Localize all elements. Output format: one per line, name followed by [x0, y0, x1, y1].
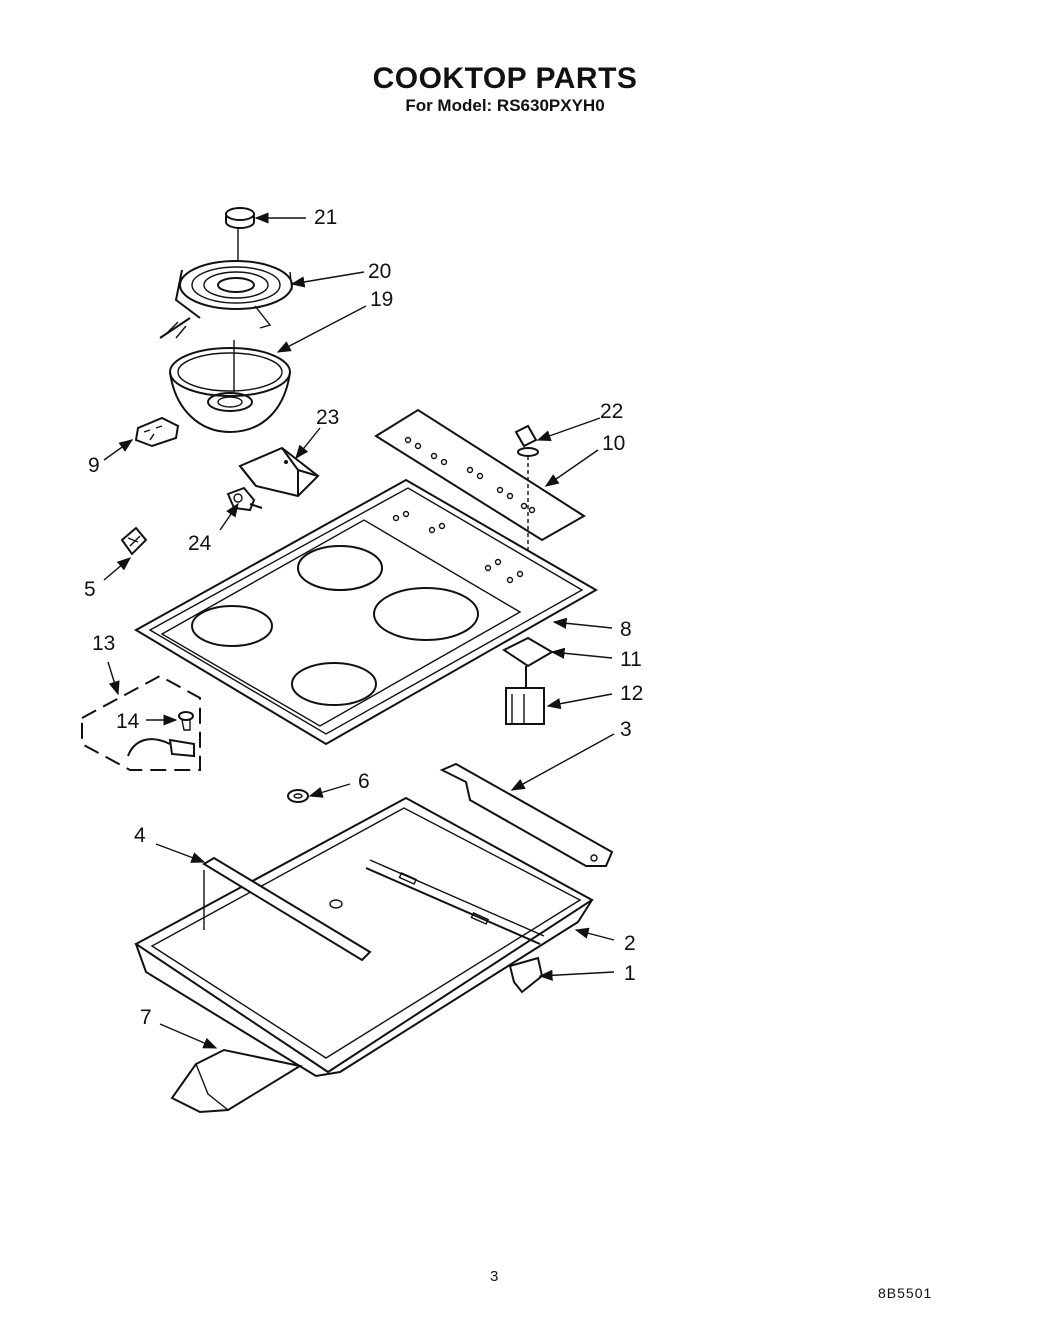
part-5-clip [120, 526, 148, 556]
callout-2: 2 [624, 932, 636, 955]
part-1-front-bracket [508, 956, 544, 994]
part-6-grommet [287, 789, 309, 803]
part-4-cross-brace [202, 856, 372, 962]
callout-10: 10 [602, 432, 625, 455]
part-13-wire-kit [81, 674, 201, 771]
callout-12: 12 [620, 682, 643, 705]
part-20-surface-element [159, 260, 293, 339]
callout-22: 22 [600, 400, 623, 423]
part-2-burner-box [134, 796, 594, 1078]
page-title: COOKTOP PARTS [372, 62, 638, 95]
callout-1: 1 [624, 962, 636, 985]
part-10-control-panel [374, 408, 586, 542]
callout-21: 21 [314, 206, 337, 229]
document-code: 8B5501 [878, 1285, 933, 1301]
callout-7: 7 [140, 1006, 152, 1029]
page-number: 3 [490, 1268, 499, 1285]
callout-11: 11 [620, 648, 642, 671]
part-3-rear-bracket [439, 762, 614, 867]
part-8-cooktop [134, 478, 599, 746]
callout-3: 3 [620, 718, 632, 741]
callout-20: 20 [368, 260, 391, 283]
part-24-switch [226, 486, 263, 512]
callout-4: 4 [134, 824, 146, 847]
part-12-infinite-switch [505, 666, 545, 725]
callout-24: 24 [188, 532, 212, 555]
part-7-front-trim [170, 1048, 303, 1114]
leader-lines [103, 212, 615, 1049]
callout-9: 9 [88, 454, 100, 477]
callout-13: 13 [92, 632, 115, 655]
callout-19: 19 [370, 288, 393, 311]
part-11-plate [502, 636, 554, 668]
callout-8: 8 [620, 618, 632, 641]
part-21-burner-cap [225, 207, 255, 262]
part-22-control-knob [514, 424, 539, 600]
part-23-bracket [238, 446, 320, 498]
callout-14: 14 [116, 710, 140, 733]
part-9-terminal-block [134, 416, 180, 448]
callout-23: 23 [316, 406, 339, 429]
model-subtitle: For Model: RS630PXYH0 [405, 96, 605, 115]
callout-5: 5 [84, 578, 96, 601]
callout-6: 6 [358, 770, 370, 793]
part-19-drip-bowl [169, 340, 291, 434]
